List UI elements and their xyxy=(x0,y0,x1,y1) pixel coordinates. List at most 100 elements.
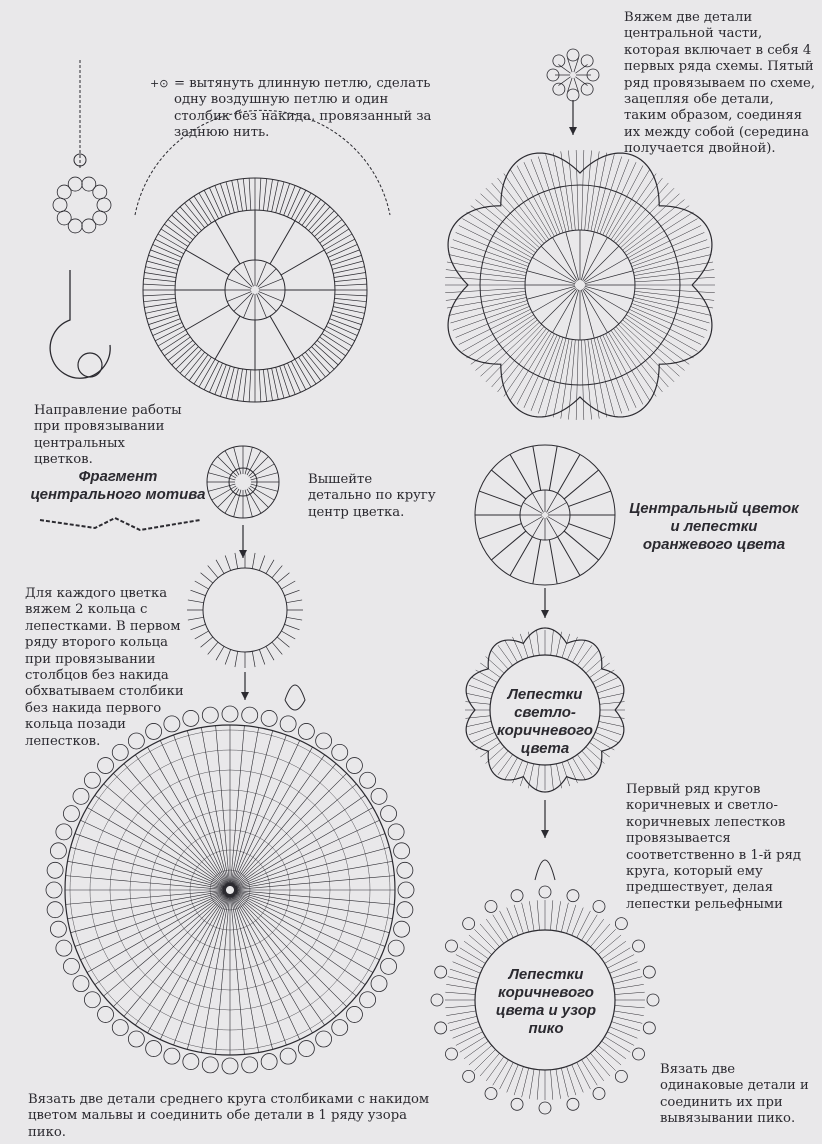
small-flower-marker xyxy=(73,153,87,167)
brown-picot xyxy=(614,1069,628,1083)
middle-circle-picot xyxy=(315,1030,333,1048)
brown-picot xyxy=(566,1097,580,1111)
brown-picot xyxy=(592,1087,606,1100)
direction-center-ring xyxy=(77,352,103,378)
middle-circle-picot xyxy=(396,901,414,919)
top-small-flower-petal xyxy=(566,88,580,102)
middle-circle-picot xyxy=(387,939,405,957)
small-flower-petal xyxy=(81,176,97,192)
middle-circle-picot xyxy=(55,939,73,957)
middle-circle-picot xyxy=(393,842,410,860)
middle-circle-picot xyxy=(50,920,67,938)
brown-picot xyxy=(538,1101,552,1115)
center-flower-inner xyxy=(228,467,258,497)
top-small-flower-petal xyxy=(580,82,594,96)
brown-picot xyxy=(434,965,448,979)
middle-circle-picot xyxy=(241,706,259,724)
light-brown-stitches xyxy=(465,630,625,790)
note-embroider-center: Вышейте детально по кругу центр цветка. xyxy=(308,472,436,520)
middle-circle-picot xyxy=(145,1040,163,1057)
middle-circle-picot xyxy=(397,881,415,899)
middle-circle-picot xyxy=(182,710,200,727)
brown-picot xyxy=(430,993,444,1007)
middle-circle-picot xyxy=(111,1019,129,1037)
middle-circle-picot xyxy=(97,1006,114,1023)
brown-picot xyxy=(484,1087,498,1100)
middle-circle-picot xyxy=(50,842,67,860)
brown-stitches xyxy=(445,900,645,1100)
top-small-flower-petal xyxy=(566,48,580,62)
middle-circle-picot xyxy=(63,805,80,823)
brown-top-loop xyxy=(534,859,556,881)
motif-outer-stitches xyxy=(143,178,367,402)
middle-circle-picot xyxy=(83,771,101,789)
middle-circle-picot xyxy=(201,1056,219,1074)
middle-circle-picot xyxy=(111,743,129,761)
middle-circle-picot xyxy=(370,975,388,993)
small-flower-petal xyxy=(96,197,112,213)
middle-circle-picot xyxy=(63,957,80,975)
brown-picot xyxy=(642,965,656,979)
note-work-direction: Направление работы при провязывании цент… xyxy=(34,403,182,468)
brown-picot xyxy=(642,1021,656,1035)
arrow-down-4-head xyxy=(541,610,549,618)
note-two-rings: Для каждого цветка вяжем 2 кольца с лепе… xyxy=(25,586,184,749)
middle-circle-picot xyxy=(260,710,278,727)
middle-circle-row xyxy=(129,789,331,991)
middle-circle-row xyxy=(69,729,391,1051)
scalloped-flower-stitches xyxy=(445,150,715,420)
middle-circle-picot xyxy=(97,757,114,774)
middle-circle-picot xyxy=(380,957,397,975)
hanging-loop xyxy=(284,684,306,711)
middle-circle-picot xyxy=(370,787,388,805)
middle-circle-picot xyxy=(315,732,333,750)
small-flower-petal xyxy=(56,184,72,200)
middle-circle-picot xyxy=(145,723,163,740)
petal-ring-inner xyxy=(202,567,288,653)
middle-circle-picot xyxy=(182,1053,200,1070)
direction-arrow-path xyxy=(49,270,111,379)
legend-symbol: +⊙ xyxy=(150,77,169,90)
middle-circle-picot xyxy=(297,1040,315,1057)
brown-picot xyxy=(434,1021,448,1035)
note-first-row: Первый ряд кругов коричневых и светло-ко… xyxy=(626,782,802,912)
middle-circle-row xyxy=(169,829,291,951)
middle-circle-picot xyxy=(396,861,414,879)
fragment-chain xyxy=(39,516,201,532)
central-flower-petals xyxy=(475,445,615,585)
middle-circle-picot xyxy=(127,732,145,750)
brown-picot xyxy=(592,900,606,913)
small-flower-petal xyxy=(52,197,68,213)
brown-picot xyxy=(462,1069,476,1083)
brown-picot xyxy=(632,939,645,953)
arrow-down-5-head xyxy=(541,830,549,838)
middle-circle-picot xyxy=(127,1030,145,1048)
middle-circle-row xyxy=(109,769,351,1011)
middle-circle-picot xyxy=(221,1057,239,1075)
middle-circle-picot xyxy=(83,991,101,1009)
middle-circle-picot xyxy=(201,706,219,724)
central-flower-center xyxy=(520,490,570,540)
middle-circle-picot xyxy=(331,1019,349,1037)
arrow-down-1-head xyxy=(569,127,577,135)
middle-circle-picot xyxy=(221,705,239,723)
middle-circle-picot xyxy=(359,771,377,789)
small-flower-petal xyxy=(56,210,72,226)
middle-circle-picot xyxy=(163,1047,181,1065)
middle-circle-picot xyxy=(380,805,397,823)
middle-circle-picot xyxy=(241,1056,259,1074)
motif-petal-lines xyxy=(175,210,335,370)
middle-circle-picot xyxy=(46,861,64,879)
scalloped-center-stitches xyxy=(525,230,635,340)
middle-circle-row xyxy=(89,749,371,1031)
middle-circle-picot xyxy=(279,715,297,733)
middle-circle-picot xyxy=(297,723,315,740)
middle-circle-picot xyxy=(346,1006,363,1023)
middle-circle-picot xyxy=(45,881,63,899)
top-small-flower-petal xyxy=(552,82,566,96)
middle-circle-picot xyxy=(46,901,64,919)
heading-light-brown: Лепестки светло-коричневого цвета xyxy=(497,686,593,757)
middle-circle-row xyxy=(189,849,271,931)
small-flower-petal xyxy=(92,210,108,226)
middle-circle-picot xyxy=(359,991,377,1009)
